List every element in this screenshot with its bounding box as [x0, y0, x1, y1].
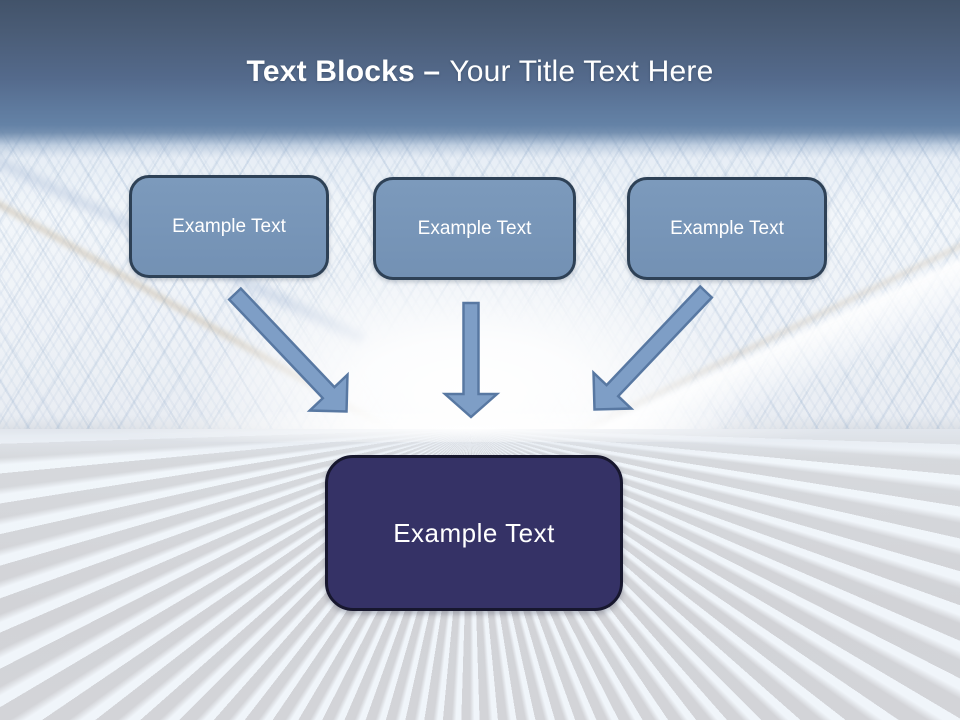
block-label: Example Text: [417, 217, 532, 239]
text-block: Example Text: [129, 175, 329, 278]
result-block: Example Text: [325, 455, 623, 611]
title-regular-text: Your Title Text Here: [449, 55, 714, 88]
block-label: Example Text: [172, 215, 286, 237]
block-label: Example Text: [670, 217, 784, 239]
background-horizon-glow: [0, 412, 960, 442]
text-block: Example Text: [373, 177, 576, 280]
title-band: [0, 0, 960, 158]
title-bold-text: Text Blocks –: [246, 55, 441, 88]
slide-title: Text Blocks –Your Title Text Here: [0, 52, 960, 92]
text-block: Example Text: [627, 177, 827, 280]
result-label: Example Text: [393, 517, 555, 548]
